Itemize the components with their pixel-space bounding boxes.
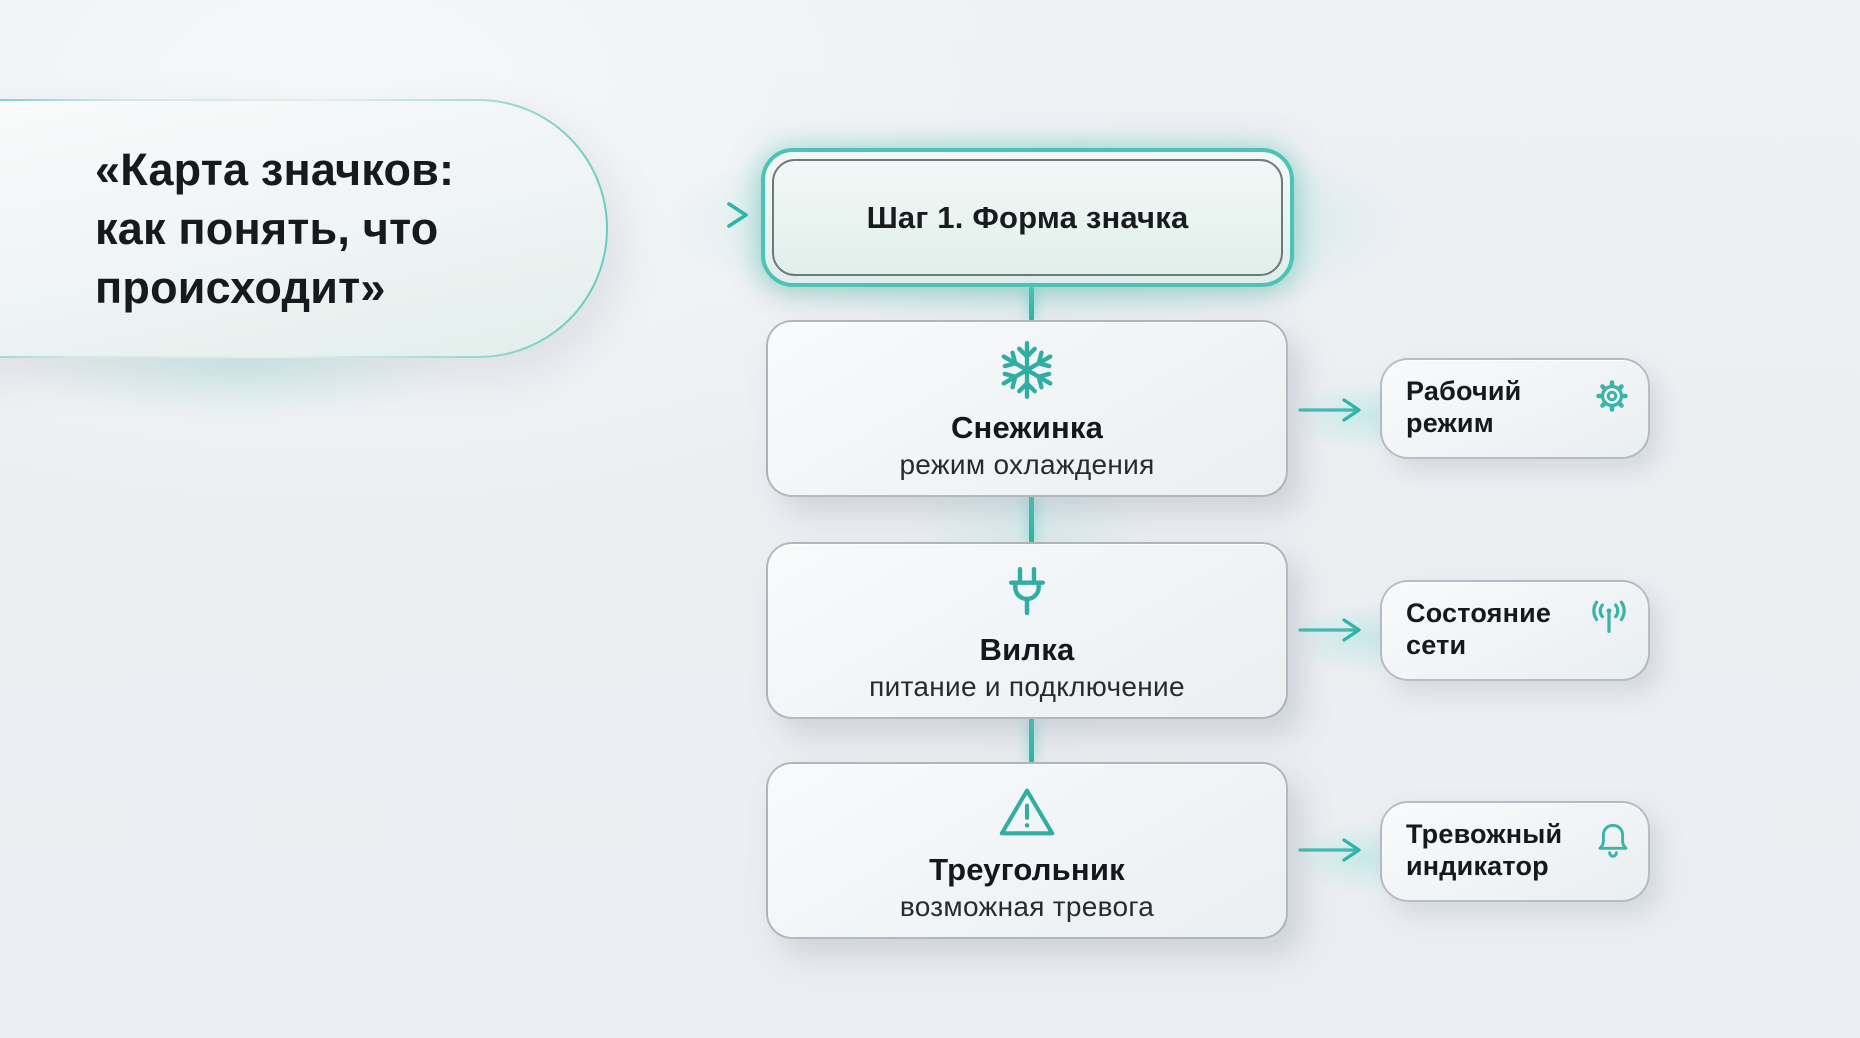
shape-title: Вилка bbox=[979, 631, 1075, 667]
meaning-label: Тревожный индикатор bbox=[1406, 819, 1563, 882]
step-box: Шаг 1. Форма значка bbox=[761, 148, 1294, 287]
shape-subtitle: питание и подключение bbox=[869, 670, 1185, 702]
meaning-card-alarm-indicator: Тревожный индикатор bbox=[1380, 801, 1650, 902]
snowflake-icon bbox=[996, 337, 1058, 403]
connector-snowflake-to-plug bbox=[1029, 496, 1034, 543]
meaning-card-working-mode: Рабочий режим bbox=[1380, 358, 1650, 459]
plug-icon bbox=[999, 559, 1055, 625]
bell-icon bbox=[1596, 821, 1630, 864]
warning-triangle-icon bbox=[996, 779, 1058, 845]
shape-title: Треугольник bbox=[929, 851, 1125, 887]
step-label: Шаг 1. Форма значка bbox=[866, 199, 1189, 235]
meaning-label: Рабочий режим bbox=[1406, 376, 1522, 439]
meaning-card-network-status: Состояние сети bbox=[1380, 580, 1650, 681]
connector-plug-to-triangle bbox=[1029, 717, 1034, 763]
arrow-snowflake-to-meaning bbox=[1298, 398, 1361, 422]
shape-card-triangle: Треугольник возможная тревога bbox=[766, 762, 1288, 939]
shape-subtitle: возможная тревога bbox=[899, 890, 1155, 922]
broadcast-icon bbox=[1588, 600, 1630, 641]
arrow-plug-to-meaning bbox=[1298, 618, 1361, 642]
meaning-label: Состояние сети bbox=[1406, 598, 1552, 661]
title-line-3: происходит» bbox=[95, 262, 386, 313]
gear-icon bbox=[1594, 378, 1630, 419]
step-box-inner-frame: Шаг 1. Форма значка bbox=[772, 159, 1283, 276]
shape-card-plug: Вилка питание и подключение bbox=[766, 542, 1288, 719]
title-line-1: «Карта значков: bbox=[95, 144, 455, 195]
arrow-title-to-step bbox=[612, 202, 748, 228]
shape-card-snowflake: Снежинка режим охлаждения bbox=[766, 320, 1288, 497]
title-card: «Карта значков: как понять, что происход… bbox=[0, 99, 608, 358]
shape-title: Снежинка bbox=[950, 409, 1104, 445]
connector-step-to-snowflake bbox=[1029, 287, 1034, 321]
arrow-triangle-to-meaning bbox=[1298, 838, 1361, 862]
shape-subtitle: режим охлаждения bbox=[899, 448, 1155, 480]
title-line-2: как понять, что bbox=[95, 203, 439, 254]
